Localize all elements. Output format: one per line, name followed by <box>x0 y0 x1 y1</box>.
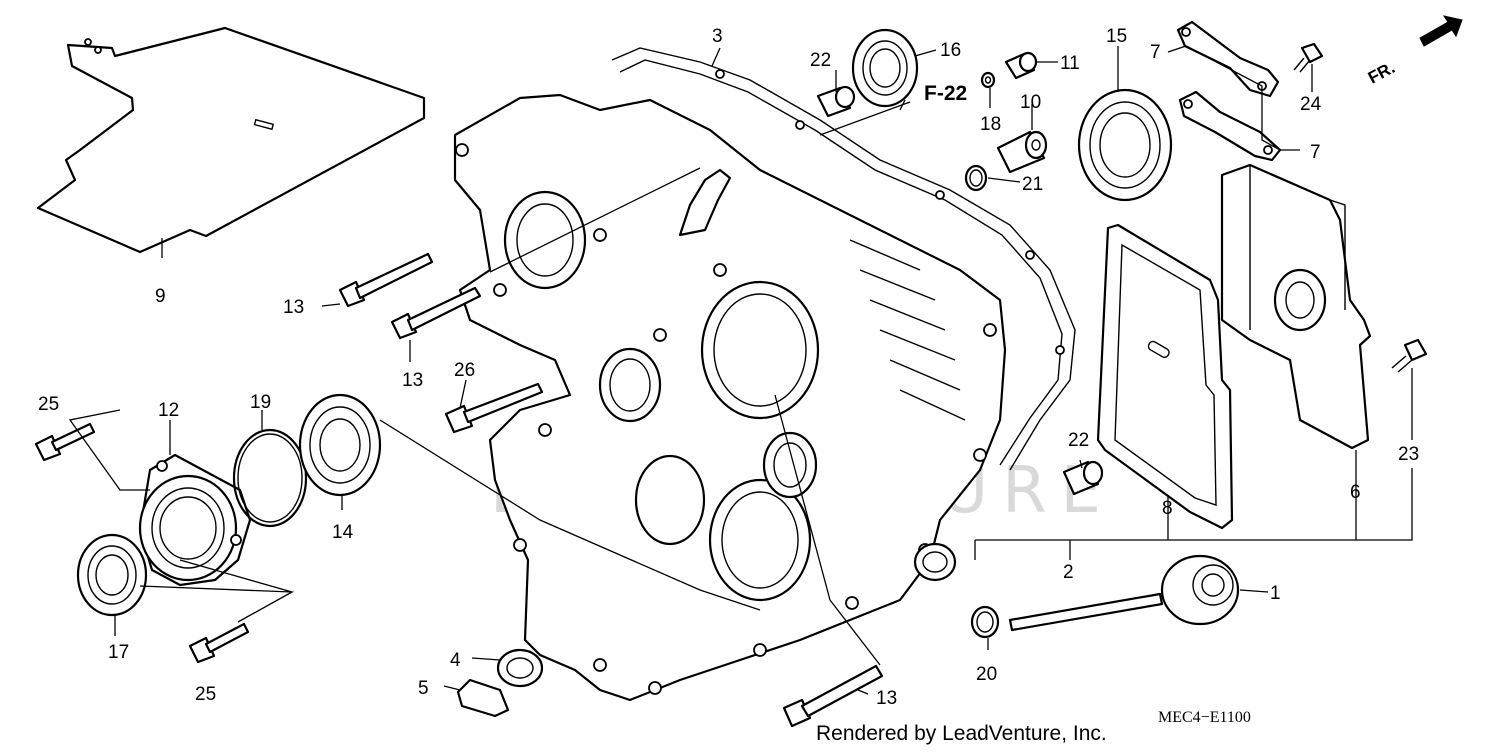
callout-8[interactable]: 8 <box>1162 498 1173 519</box>
callout-11[interactable]: 11 <box>1060 53 1080 74</box>
part-23-bolt[interactable] <box>1391 338 1428 373</box>
part-24-bolt[interactable] <box>1293 42 1324 73</box>
callout-5[interactable]: 5 <box>418 678 429 699</box>
part-10-sleeve[interactable] <box>996 130 1048 174</box>
callout-13-c[interactable]: 13 <box>876 688 897 709</box>
arrow-icon <box>1419 15 1463 47</box>
callouts: 1 2 3 4 5 6 7 7 8 9 10 11 12 13 13 13 14… <box>38 26 1419 709</box>
part-6-cover-guard[interactable] <box>1220 163 1372 450</box>
part-13-bolt-b[interactable] <box>390 286 482 340</box>
part-7-clamp-lower[interactable] <box>1178 90 1282 162</box>
callout-10[interactable]: 10 <box>1020 92 1041 113</box>
part-9-shield-plate[interactable] <box>36 26 426 254</box>
callout-7-upper[interactable]: 7 <box>1150 42 1161 63</box>
part-25-bolt-lower[interactable] <box>188 622 250 664</box>
callout-2[interactable]: 2 <box>1063 562 1074 583</box>
callout-16[interactable]: 16 <box>940 40 961 61</box>
part-12-bearing-housing[interactable] <box>138 453 252 587</box>
part-17-oil-seal[interactable] <box>76 533 148 617</box>
part-25-bolt-upper[interactable] <box>34 422 96 462</box>
part-22-dowel-top[interactable] <box>816 85 856 118</box>
part-26-bolt[interactable] <box>444 382 544 434</box>
callout-24[interactable]: 24 <box>1300 94 1322 115</box>
part-8-cover-gasket[interactable] <box>1096 223 1234 530</box>
callout-23[interactable]: 23 <box>1398 444 1419 465</box>
part-14-bearing[interactable] <box>298 393 382 497</box>
callout-17[interactable]: 17 <box>108 642 129 663</box>
callout-4[interactable]: 4 <box>450 650 461 671</box>
diagram-code: MEC4−E1100 <box>1158 709 1251 726</box>
direction-label: FR. <box>1365 58 1398 88</box>
callout-18[interactable]: 18 <box>980 114 1001 135</box>
reference-label[interactable]: F-22 <box>924 82 967 105</box>
part-18-washer[interactable] <box>980 71 996 89</box>
part-15-bearing[interactable] <box>1077 88 1173 202</box>
callout-26[interactable]: 26 <box>454 360 475 381</box>
callout-21[interactable]: 21 <box>1022 174 1043 195</box>
part-16-bearing[interactable] <box>851 28 919 108</box>
part-7-clamp-upper[interactable] <box>1176 20 1280 98</box>
callout-20[interactable]: 20 <box>976 664 997 685</box>
callout-9[interactable]: 9 <box>155 286 166 307</box>
part-13-bolt-a[interactable] <box>338 252 434 308</box>
part-20-o-ring[interactable] <box>970 605 1000 639</box>
callout-12[interactable]: 12 <box>158 400 179 421</box>
callout-1[interactable]: 1 <box>1270 583 1281 604</box>
part-19-o-ring[interactable] <box>232 428 308 528</box>
part-5-rubber[interactable] <box>456 678 510 718</box>
part-3-case-gasket[interactable] <box>611 47 1076 471</box>
callout-13-a[interactable]: 13 <box>283 297 304 318</box>
part-2-crankcase-cover[interactable] <box>453 93 1007 702</box>
part-21-o-ring[interactable] <box>964 164 988 192</box>
part-1-dipstick[interactable] <box>1008 554 1240 632</box>
callout-15[interactable]: 15 <box>1106 26 1127 47</box>
callout-25-lower[interactable]: 25 <box>195 684 216 705</box>
callout-19[interactable]: 19 <box>250 392 271 413</box>
credit-text: Rendered by LeadVenture, Inc. <box>816 722 1107 745</box>
part-4-cap[interactable] <box>496 648 544 688</box>
part-22-dowel-lower[interactable] <box>1062 460 1104 496</box>
callout-3[interactable]: 3 <box>712 26 723 47</box>
part-13-bolt-c[interactable] <box>782 664 884 728</box>
part-11-collar[interactable] <box>1004 51 1038 80</box>
callout-22-top[interactable]: 22 <box>810 50 831 71</box>
callout-22-lower[interactable]: 22 <box>1068 430 1089 451</box>
callout-7-lower[interactable]: 7 <box>1310 142 1321 163</box>
leader-lines <box>68 45 1413 695</box>
callout-25-upper[interactable]: 25 <box>38 394 59 415</box>
callout-14[interactable]: 14 <box>332 522 354 543</box>
callout-6[interactable]: 6 <box>1350 482 1361 503</box>
direction-arrow: FR. <box>1365 15 1463 88</box>
callout-13-b[interactable]: 13 <box>402 370 423 391</box>
